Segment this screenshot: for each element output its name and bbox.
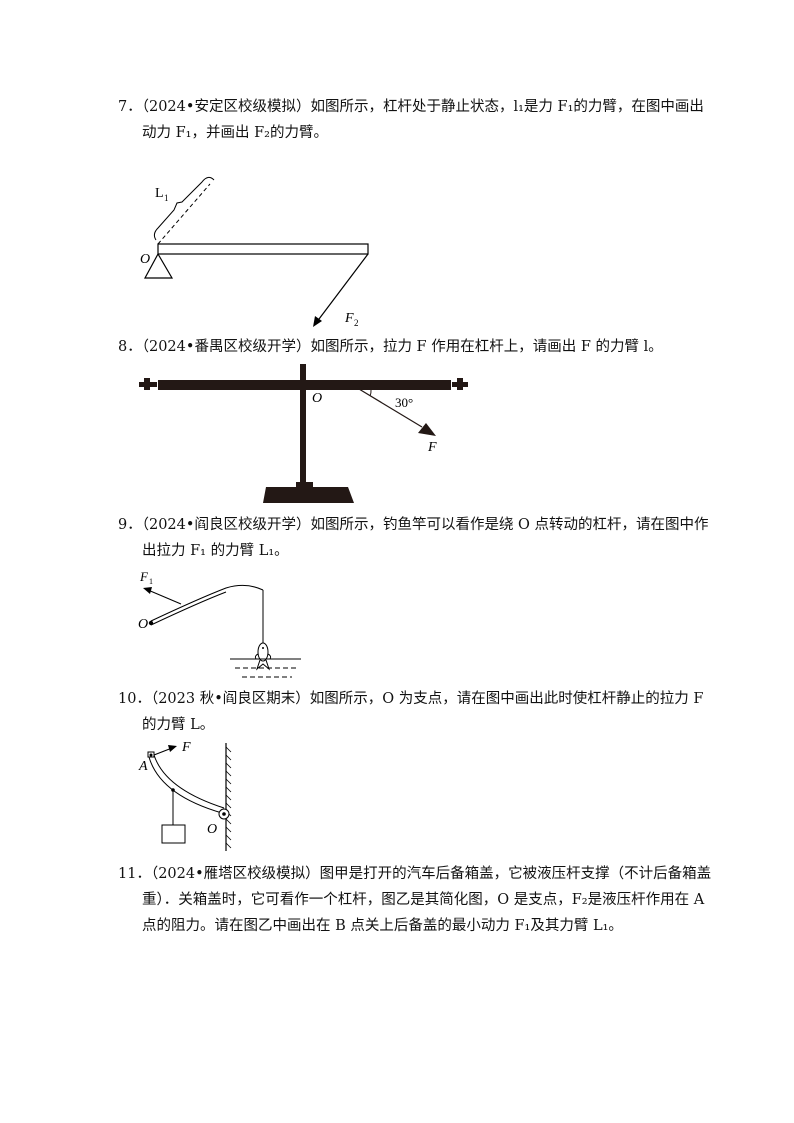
figure-10-curved-lever-diagram: A F O <box>138 740 232 851</box>
question-10-line-1: 10．（2023 秋•阎良区期末）如图所示，O 为支点，请在图中画出此时使杠杆静… <box>118 686 703 712</box>
question-10: 10．（2023 秋•阎良区期末）如图所示，O 为支点，请在图中画出此时使杠杆静… <box>118 686 703 738</box>
question-number: 11． <box>118 866 151 882</box>
label-O: O <box>207 822 217 837</box>
question-11-line-2: 重）．关箱盖时，它可看作一个杠杆，图乙是其简化图，O 是支点，F₂是液压杆作用在… <box>142 892 705 908</box>
question-source: （2024•番禺区校级开学） <box>141 339 311 355</box>
figure-9-fishing-rod-diagram: O F 1 <box>138 569 301 678</box>
question-11-line-3: 点的阻力。请在图乙中画出在 B 点关上后备盖的最小动力 F₁及其力臂 L₁。 <box>142 918 623 934</box>
question-7-line-2: 动力 F₁，并画出 F₂的力臂。 <box>142 125 328 141</box>
question-8: 8．（2024•番禺区校级开学）如图所示，拉力 F 作用在杠杆上，请画出 F 的… <box>118 334 678 360</box>
question-9-line-1: 9．（2024•阎良区校级开学）如图所示，钓鱼竿可以看作是绕 O 点转动的杠杆，… <box>118 512 709 538</box>
figure-8-lever-stand-diagram: O 30° F <box>139 364 468 503</box>
question-source: （2024•阎良区校级开学） <box>141 517 311 533</box>
question-number: 8． <box>118 339 142 355</box>
question-number: 9． <box>118 517 142 533</box>
question-source: （2023 秋•阎良区期末） <box>150 691 310 707</box>
question-7: 7．（2024•安定区校级模拟）如图所示，杠杆处于静止状态，l₁是力 F₁的力臂… <box>118 94 704 146</box>
question-text: 如图所示，O 为支点，请在图中画出此时使杠杆静止的拉力 F <box>309 691 704 707</box>
question-source: （2024•雁塔区校级模拟） <box>150 866 320 882</box>
label-F: F <box>139 569 149 584</box>
figure-7-lever-diagram: O L 1 F 2 <box>140 176 369 328</box>
label-O: O <box>312 391 322 406</box>
svg-text:1: 1 <box>149 577 153 586</box>
label-F: F <box>427 440 437 455</box>
label-F: F <box>181 740 191 755</box>
question-text: 如图所示，杠杆处于静止状态，l₁是力 F₁的力臂，在图中画出 <box>310 99 704 115</box>
svg-text:1: 1 <box>164 193 169 203</box>
label-angle: 30° <box>395 395 413 410</box>
question-text: 如图所示，钓鱼竿可以看作是绕 O 点转动的杠杆，请在图中作 <box>310 517 709 533</box>
question-number: 10． <box>118 691 151 707</box>
label-O: O <box>140 252 150 267</box>
question-8-line-1: 8．（2024•番禺区校级开学）如图所示，拉力 F 作用在杠杆上，请画出 F 的… <box>118 334 678 360</box>
label-L: L <box>155 186 164 201</box>
question-11: 11．（2024•雁塔区校级模拟）图甲是打开的汽车后备箱盖，它被液压杆支撑（不计… <box>118 861 711 939</box>
label-A: A <box>138 759 148 774</box>
question-text: 如图所示，拉力 F 作用在杠杆上，请画出 F 的力臂 l。 <box>310 339 663 355</box>
svg-text:2: 2 <box>354 318 359 328</box>
question-10-line-2: 的力臂 L。 <box>142 717 215 733</box>
question-number: 7． <box>118 99 142 115</box>
label-O: O <box>138 617 148 632</box>
question-9: 9．（2024•阎良区校级开学）如图所示，钓鱼竿可以看作是绕 O 点转动的杠杆，… <box>118 512 709 564</box>
label-F: F <box>344 311 354 326</box>
question-7-line-1: 7．（2024•安定区校级模拟）如图所示，杠杆处于静止状态，l₁是力 F₁的力臂… <box>118 94 704 120</box>
question-source: （2024•安定区校级模拟） <box>141 99 311 115</box>
question-11-line-1: 11．（2024•雁塔区校级模拟）图甲是打开的汽车后备箱盖，它被液压杆支撑（不计… <box>118 861 711 887</box>
question-text: 图甲是打开的汽车后备箱盖，它被液压杆支撑（不计后备箱盖 <box>319 866 712 882</box>
question-9-line-2: 出拉力 F₁ 的力臂 L₁。 <box>142 543 289 559</box>
